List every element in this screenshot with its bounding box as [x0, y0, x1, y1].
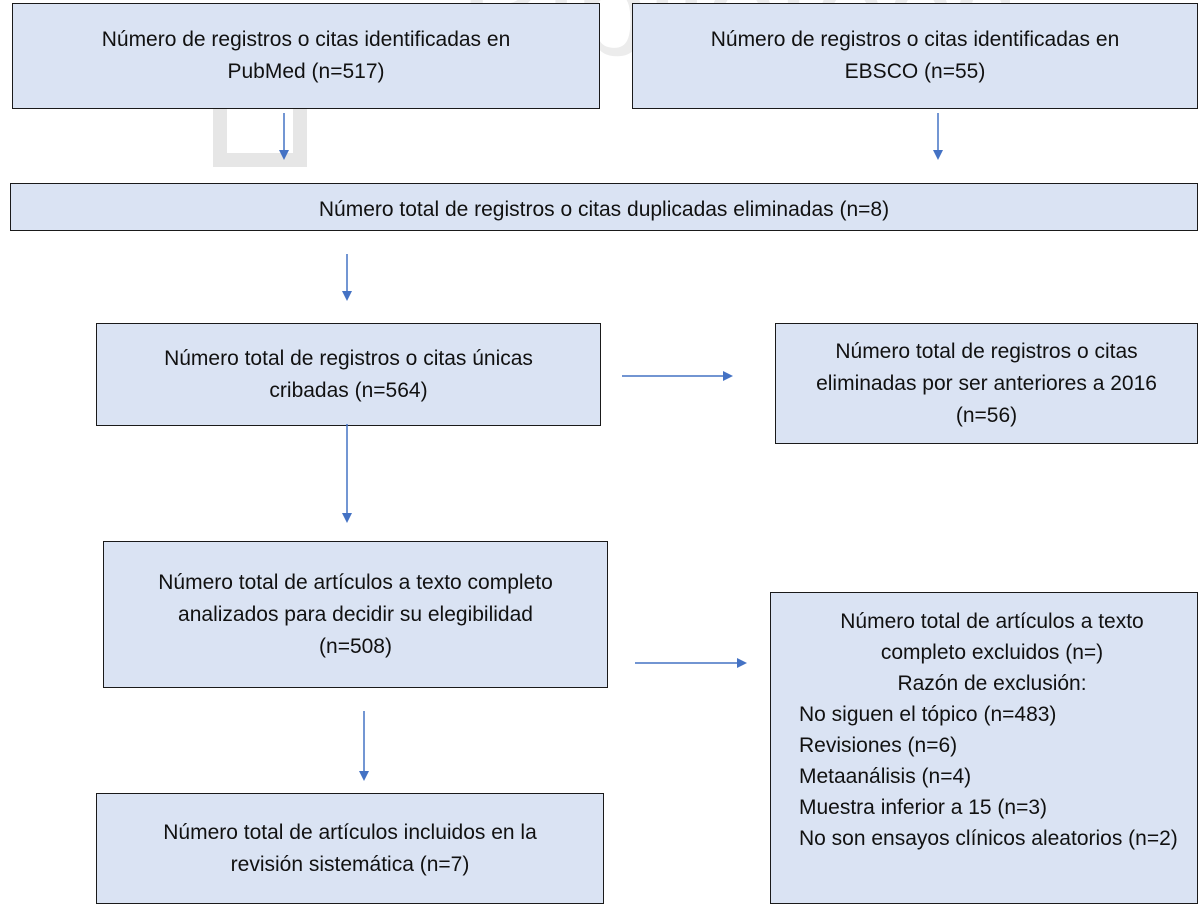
- exclusion-reason-item: No son ensayos clínicos aleatorios (n=2): [799, 827, 1178, 850]
- duplicates-removed-text: Número total de registros o citas duplic…: [318, 198, 890, 221]
- fulltext-assessed-text: Número total de artículos a texto comple…: [158, 570, 553, 658]
- exclusion-reason-item: Muestra inferior a 15 (n=3): [799, 796, 1048, 819]
- duplicates-removed-box: Número total de registros o citas duplic…: [10, 183, 1198, 231]
- fulltext-assessed-box: Número total de artículos a texto comple…: [103, 541, 608, 688]
- exclusion-reason-item: Revisiones (n=6): [799, 734, 958, 757]
- exclusion-reason-header: Razón de exclusión:: [897, 672, 1087, 695]
- fulltext-excluded-box: Número total de artículos a texto comple…: [770, 592, 1198, 904]
- unique-screened-text: Número total de registros o citas únicas…: [164, 346, 533, 402]
- pre2016-removed-box: Número total de registros o citas elimin…: [775, 323, 1198, 444]
- ebsco-records-text: Número de registros o citas identificada…: [710, 28, 1120, 83]
- pre2016-removed-text: Número total de registros o citas elimin…: [816, 339, 1157, 427]
- pubmed-records-text: Número de registros o citas identificada…: [101, 28, 511, 83]
- included-studies-text: Número total de artículos incluidos en l…: [163, 820, 537, 876]
- ebsco-records-box: Número de registros o citas identificada…: [632, 3, 1198, 109]
- exclusion-reason-item: Metaanálisis (n=4): [799, 765, 972, 788]
- pubmed-records-box: Número de registros o citas identificada…: [12, 3, 600, 109]
- exclusion-reason-item: No siguen el tópico (n=483): [799, 703, 1057, 726]
- unique-screened-box: Número total de registros o citas únicas…: [96, 323, 601, 426]
- excluded-title: Número total de artículos a texto comple…: [840, 610, 1144, 664]
- included-studies-box: Número total de artículos incluidos en l…: [96, 793, 604, 904]
